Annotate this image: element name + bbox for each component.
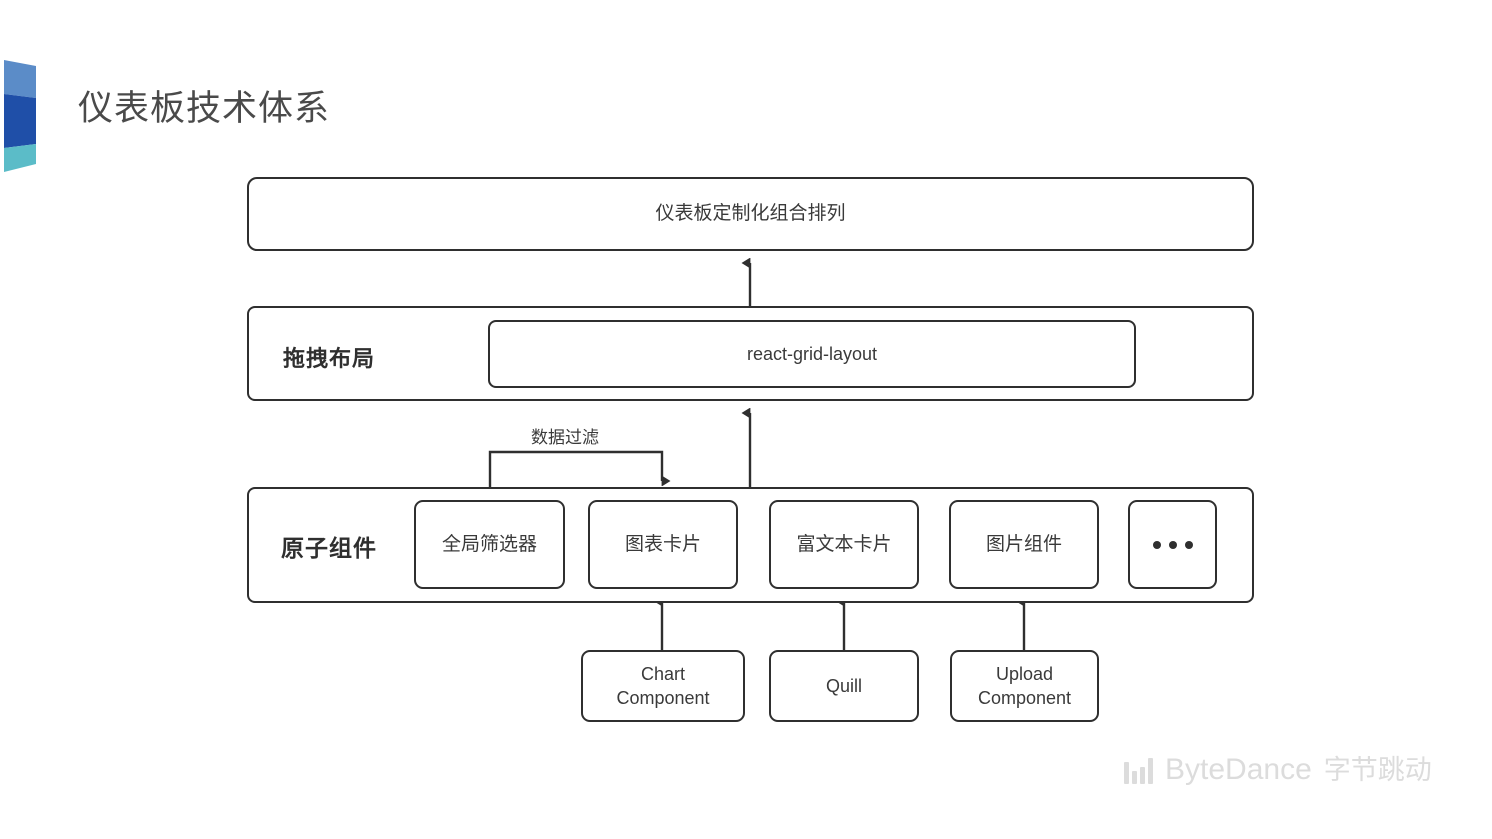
edge-label-filter: 数据过滤 bbox=[531, 428, 599, 447]
atom-chart-card-label: 图表卡片 bbox=[624, 533, 701, 555]
layer-composition-label: 仪表板定制化组合排列 bbox=[655, 203, 846, 225]
brand-name-cn: 字节跳动 bbox=[1323, 754, 1432, 785]
atom-chart-card[interactable]: 图表卡片 bbox=[588, 500, 738, 589]
layer-composition-box[interactable]: 仪表板定制化组合排列 bbox=[247, 177, 1254, 251]
bar-chart-icon bbox=[1124, 756, 1153, 784]
corner-decoration-icon bbox=[4, 60, 36, 172]
leaf-quill-label: Quill bbox=[825, 675, 862, 696]
react-grid-layout-label: react-grid-layout bbox=[746, 343, 878, 364]
atom-more[interactable] bbox=[1128, 500, 1217, 589]
atom-rich-text-card-label: 富文本卡片 bbox=[796, 533, 892, 555]
bytedance-brand: ByteDance 字节跳动 bbox=[1124, 755, 1432, 785]
atom-global-filter-label: 全局筛选器 bbox=[441, 533, 537, 555]
atom-image-component-label: 图片组件 bbox=[985, 533, 1062, 555]
layer-atoms-box[interactable] bbox=[247, 487, 1254, 603]
atom-image-component[interactable]: 图片组件 bbox=[949, 500, 1099, 589]
atom-global-filter[interactable]: 全局筛选器 bbox=[414, 500, 565, 589]
page-title: 仪表板技术体系 bbox=[78, 89, 331, 128]
brand-name-en: ByteDance bbox=[1165, 753, 1312, 786]
layer-atoms-title: 原子组件 bbox=[281, 535, 377, 561]
atom-rich-text-card[interactable]: 富文本卡片 bbox=[769, 500, 919, 589]
react-grid-layout-box[interactable]: react-grid-layout bbox=[488, 320, 1136, 388]
ellipsis-icon bbox=[1152, 540, 1193, 549]
leaf-quill[interactable]: Quill bbox=[769, 650, 919, 722]
layer-layout-title: 拖拽布局 bbox=[283, 346, 376, 371]
